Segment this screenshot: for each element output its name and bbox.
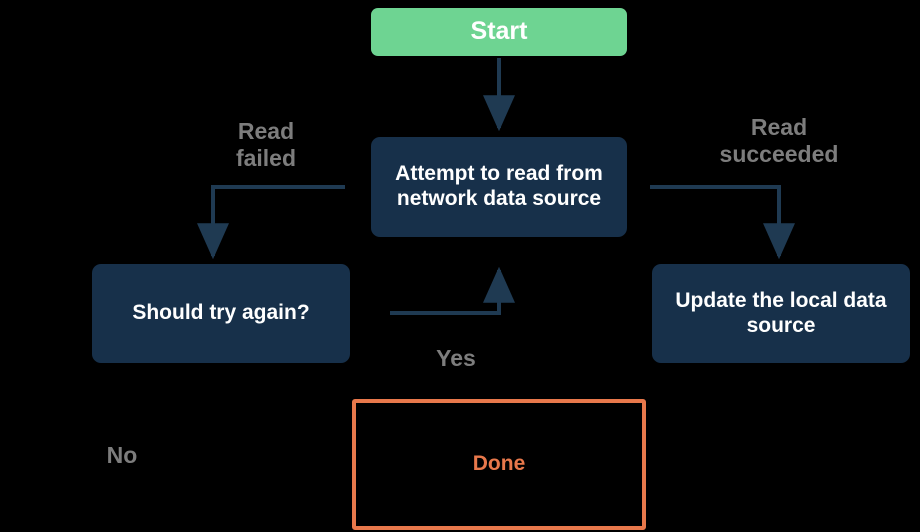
edge-attempt-to-update-local	[650, 185, 795, 260]
node-start-label: Start	[470, 17, 528, 46]
edge-should-retry-yes-to-attempt	[390, 266, 515, 315]
node-should-try-again-label: Should try again?	[132, 301, 310, 325]
node-update-local-data-source[interactable]: Update the local data source	[652, 264, 910, 363]
node-update-local-data-source-label: Update the local data source	[675, 288, 887, 337]
edge-label-no: No	[106, 442, 138, 468]
node-attempt-to-read-label: Attempt to read from network data source	[395, 162, 603, 210]
node-start[interactable]: Start	[371, 8, 627, 56]
edge-attempt-to-should-retry	[197, 185, 345, 260]
node-should-try-again[interactable]: Should try again?	[92, 264, 350, 363]
edge-label-read-failed: Read failed	[235, 118, 297, 172]
node-attempt-to-read[interactable]: Attempt to read from network data source	[371, 137, 627, 237]
edge-label-yes: Yes	[436, 345, 476, 371]
node-done-label: Done	[472, 452, 526, 476]
edge-label-read-succeeded: Read succeeded	[719, 114, 839, 168]
node-done[interactable]: Done	[352, 399, 646, 530]
